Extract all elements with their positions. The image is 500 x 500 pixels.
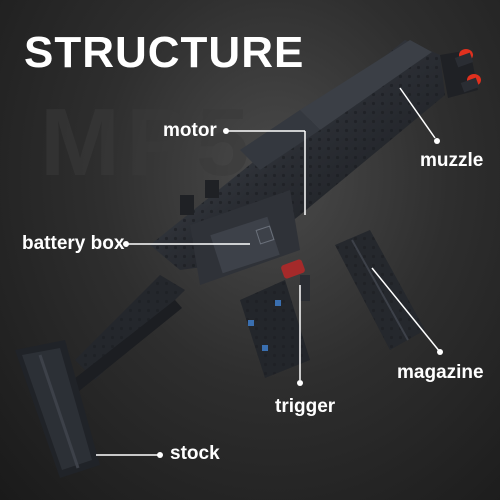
battery-box-label: battery box	[22, 233, 125, 254]
muzzle-label: muzzle	[420, 150, 484, 171]
stock-label: stock	[170, 443, 220, 464]
battery-box-shape	[190, 190, 300, 285]
muzzle-shape	[440, 49, 481, 98]
background-watermark-text: MP5	[40, 89, 256, 196]
magazine-label: magazine	[397, 362, 484, 383]
rear-sight	[180, 180, 219, 215]
motor-label: motor	[163, 120, 217, 141]
trigger-label: trigger	[275, 396, 336, 417]
pistol-grip	[240, 259, 310, 378]
upper-receiver	[150, 40, 445, 270]
stock-butt	[15, 340, 100, 478]
stock-arm	[60, 275, 185, 400]
page-title: STRUCTURE	[24, 28, 305, 77]
magazine-shape	[335, 230, 425, 350]
